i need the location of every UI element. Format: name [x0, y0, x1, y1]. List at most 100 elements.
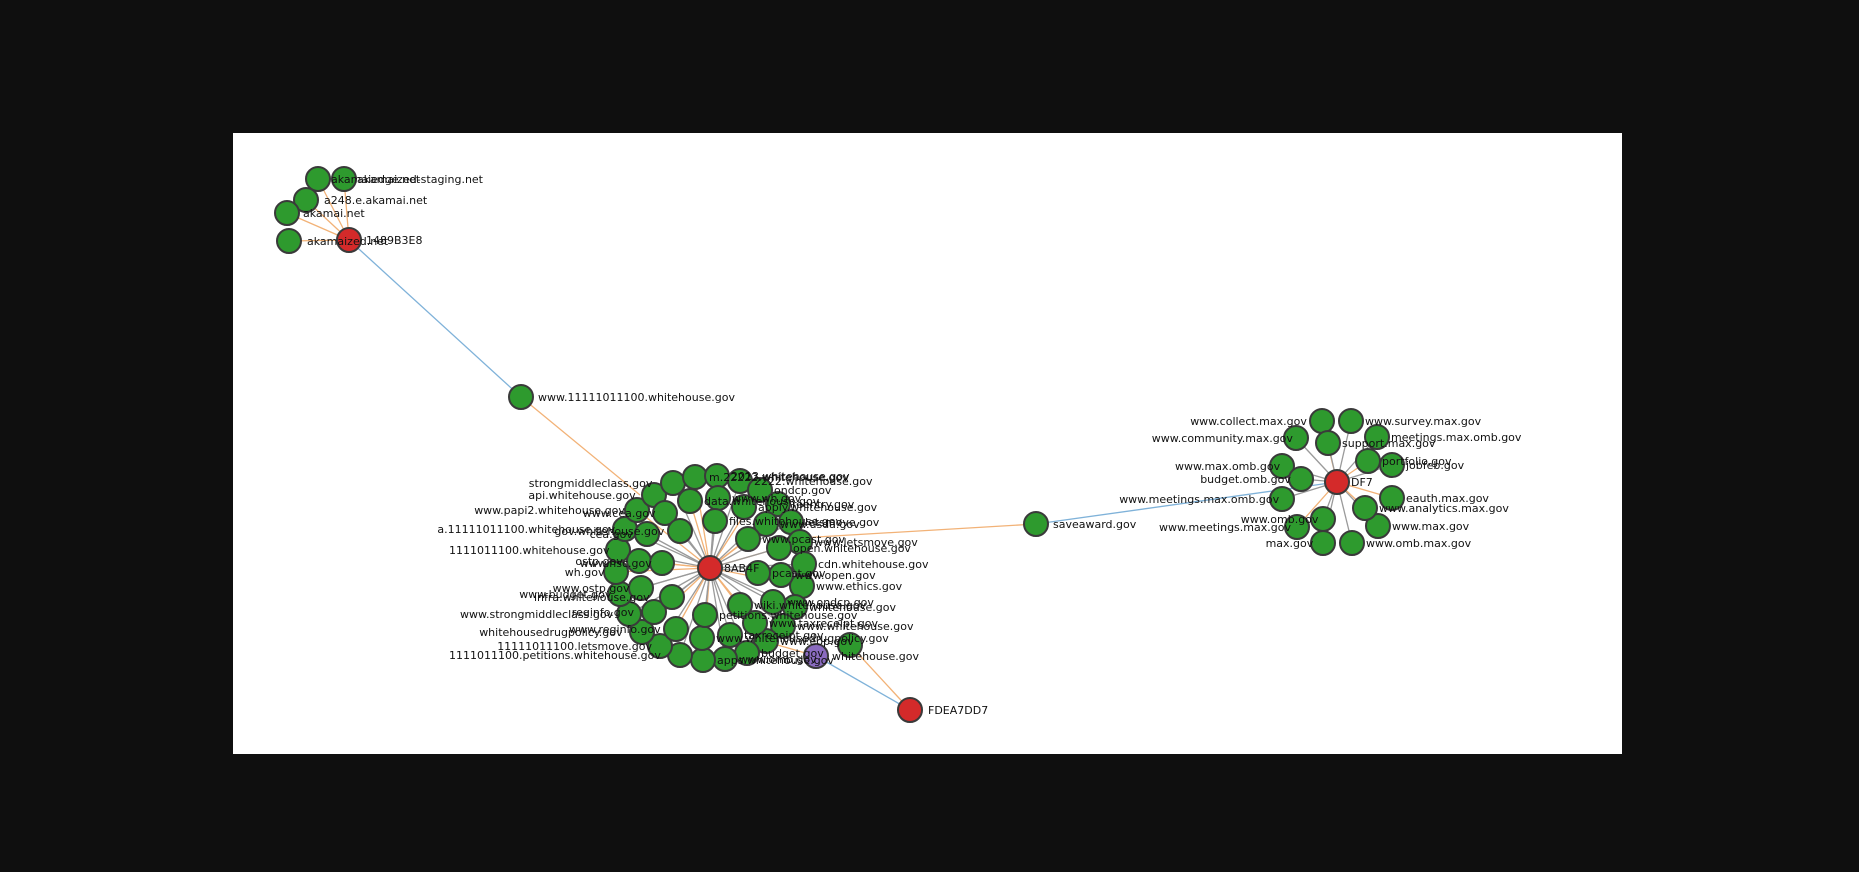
domain-node-budget-omb-gov-label: budget.omb.gov: [1200, 473, 1291, 486]
domain-node-cea-gov[interactable]: [634, 521, 660, 547]
domain-node-www-papi2-whitehouse-gov-label: www.papi2.whitehouse.gov: [474, 504, 625, 517]
domain-node-apply-whitehouse-gov[interactable]: [731, 494, 757, 520]
domain-node-www-meetings-max-omb-gov[interactable]: [1269, 486, 1295, 512]
domain-node-www-ondcp-gov[interactable]: [760, 589, 786, 615]
domain-node-www-collect-max-gov-label: www.collect.max.gov: [1190, 415, 1307, 428]
domain-node-www-omb-max-gov-label: www.omb.max.gov: [1366, 537, 1472, 550]
domain-node-reginfo-gov[interactable]: [641, 599, 667, 625]
domain-node-extra[interactable]: [837, 632, 863, 658]
domain-node-budget-omb-gov[interactable]: [1288, 466, 1314, 492]
domain-node-eauth-max-gov[interactable]: [1379, 485, 1405, 511]
domain-node-www-community-max-gov[interactable]: [1283, 425, 1309, 451]
graph-canvas: [233, 133, 1622, 754]
domain-node-wh-gov-label: wh.gov: [565, 566, 605, 579]
domain-node-www-analytics-max-gov[interactable]: [1352, 495, 1378, 521]
domain-node-1111011100-petitions-whitehouse-gov-label: 1111011100.petitions.whitehouse.gov: [449, 649, 661, 662]
domain-node-whitehousedrugpolicy-gov[interactable]: [629, 619, 655, 645]
domain-node-akamai-net[interactable]: [274, 200, 300, 226]
domain-node-reentry-gov[interactable]: [765, 491, 791, 517]
domain-node-www-meetings-max-gov[interactable]: [1284, 514, 1310, 540]
domain-node-www-whitehousedrugpolicy-gov[interactable]: [689, 625, 715, 651]
domain-node-www-taxreceipt-gov[interactable]: [742, 610, 768, 636]
domain-node-api-whitehouse-gov-label: api.whitehouse.gov: [528, 489, 636, 502]
domain-node-cdn-whitehouse-gov[interactable]: [791, 551, 817, 577]
domain-node-gov-whitehouse-gov[interactable]: [667, 518, 693, 544]
domain-node-akamaiedge-net[interactable]: [305, 166, 331, 192]
domain-node-files-whitehouse-gov[interactable]: [702, 508, 728, 534]
domain-node-www-strongmiddleclass-gov-label: www.strongmiddleclass.gov: [460, 608, 614, 621]
domain-node-www-whitehouse-gov[interactable]: [770, 613, 796, 639]
domain-node-www-open-gov-label: www.open.gov: [795, 569, 876, 582]
ip-node-label: whitehouse.gov: [832, 650, 919, 663]
domain-node-www-papi2-whitehouse-gov[interactable]: [624, 497, 650, 523]
domain-node-2222-whitehouse-gov-label: 2222.whitehouse.gov: [754, 475, 873, 488]
domain-node-www-max-gov[interactable]: [1365, 513, 1391, 539]
domain-node-open-whitehouse-gov[interactable]: [766, 535, 792, 561]
domain-node-infra-whitehouse-gov[interactable]: [659, 584, 685, 610]
domain-node-reginfo-gov-label: reginfo.gov: [572, 606, 635, 619]
domain-node-akamaized-staging-net[interactable]: [331, 166, 357, 192]
domain-node-apps-whitehouse-gov[interactable]: [690, 647, 716, 673]
domain-node-www-whitehousedrugpolicy-gov-label: www.whitehousedrugpolicy.gov: [716, 632, 889, 645]
domain-node-portfolio-gov-label: portfolio.gov: [1382, 455, 1452, 468]
domain-node-www-max-omb-gov[interactable]: [1269, 453, 1295, 479]
domain-node-data-whitehouse-gov-label: data.whitehouse.gov: [704, 495, 820, 508]
domain-node-eauth-max-gov-label: eauth.max.gov: [1406, 492, 1489, 505]
domain-node-apps-whitehouse-gov-label: apps.whitehouse.gov: [717, 654, 834, 667]
domain-node-taxreceipt-gov-label: taxreceipt.gov: [744, 629, 824, 642]
domain-node-www-max-gov-label: www.max.gov: [1392, 520, 1470, 533]
hub-node-8ab4f[interactable]: [697, 555, 723, 581]
domain-node-max-gov[interactable]: [1310, 530, 1336, 556]
domain-node-infra-whitehouse-gov-label: infra.whitehouse.gov: [534, 591, 650, 604]
domain-node-www-pcast-gov-label: www.pcast.gov: [762, 533, 846, 546]
ip-node[interactable]: [803, 643, 829, 669]
domain-node-data-whitehouse-gov[interactable]: [677, 488, 703, 514]
domain-node-www-reginfo-gov[interactable]: [663, 616, 689, 642]
domain-node-www-survey-max-gov[interactable]: [1338, 408, 1364, 434]
hub-node-1489b3e8[interactable]: [336, 227, 362, 253]
domain-node-www-cea-gov[interactable]: [652, 500, 678, 526]
domain-node-petitions-whitehouse-gov[interactable]: [692, 602, 718, 628]
domain-node-www-omb-max-gov[interactable]: [1339, 530, 1365, 556]
domain-node-akamaized-net[interactable]: [276, 228, 302, 254]
domain-node-ondcp-gov[interactable]: [747, 477, 773, 503]
domain-node-meetings-max-omb-gov[interactable]: [1364, 424, 1390, 450]
domain-node-letsmove-gov-label: letsmove.gov: [805, 516, 880, 529]
domain-node-www-ostp-gov[interactable]: [628, 575, 654, 601]
domain-node-saveaward-gov[interactable]: [1023, 511, 1049, 537]
domain-node-a248-e-akamai-net[interactable]: [293, 187, 319, 213]
domain-node-taxreceipt-gov[interactable]: [717, 622, 743, 648]
hub-node-df7[interactable]: [1324, 469, 1350, 495]
domain-node-meetings-max-omb-gov-label: meetings.max.omb.gov: [1391, 431, 1522, 444]
domain-node-support-max-gov-label: support.max.gov: [1342, 437, 1436, 450]
domain-node-www-collect-max-gov[interactable]: [1309, 408, 1335, 434]
domain-node-www-11111011100-whitehouse-gov[interactable]: [508, 384, 534, 410]
domain-node-www-pcast-gov[interactable]: [735, 526, 761, 552]
hub-node-fdea7dd7[interactable]: [897, 697, 923, 723]
edge-bridge-whitehouse: [520, 396, 641, 496]
domain-node-akamai-net-label: akamai.net: [303, 207, 365, 220]
domain-node-www-nsc-gov[interactable]: [649, 550, 675, 576]
domain-node-budget-gov-label: budget.gov: [761, 647, 824, 660]
domain-node-portfolio-gov[interactable]: [1355, 448, 1381, 474]
domain-node-support-max-gov[interactable]: [1315, 430, 1341, 456]
domain-node-petitions-whitehouse-gov-label: petitions.whitehouse.gov: [719, 609, 858, 622]
domain-node-m-22222-whitehouse-gov-label: m.22222.whitehouse.gov: [709, 471, 849, 484]
domain-node-www-usda-gov[interactable]: [753, 511, 779, 537]
domain-node-pcast-gov-label: pcast.gov: [772, 567, 826, 580]
hub-node-fdea7dd7-label: FDEA7DD7: [928, 704, 988, 717]
domain-node-m-22222-whitehouse-gov[interactable]: [682, 464, 708, 490]
domain-node-www-omb-gov[interactable]: [1310, 506, 1336, 532]
domain-node-wiki-whitehouse-gov[interactable]: [727, 592, 753, 618]
domain-node-11111011100-letsmove-gov[interactable]: [647, 633, 673, 659]
edge-ip-fdea: [815, 655, 911, 711]
domain-node-www-omb-gov-label: www.omb.gov: [739, 653, 817, 666]
domain-node-akamaized-net-label: akamaized.net: [307, 235, 389, 248]
graph-nodes[interactable]: [274, 166, 1405, 723]
domain-node-whitehouse-gov-label: whitehouse.gov: [809, 601, 896, 614]
domain-node-pcast-gov[interactable]: [745, 560, 771, 586]
domain-node-www-ostp-gov-label: www.ostp.gov: [553, 582, 630, 595]
domain-node-www-ondcp-gov-label: www.ondcp.gov: [787, 596, 874, 609]
